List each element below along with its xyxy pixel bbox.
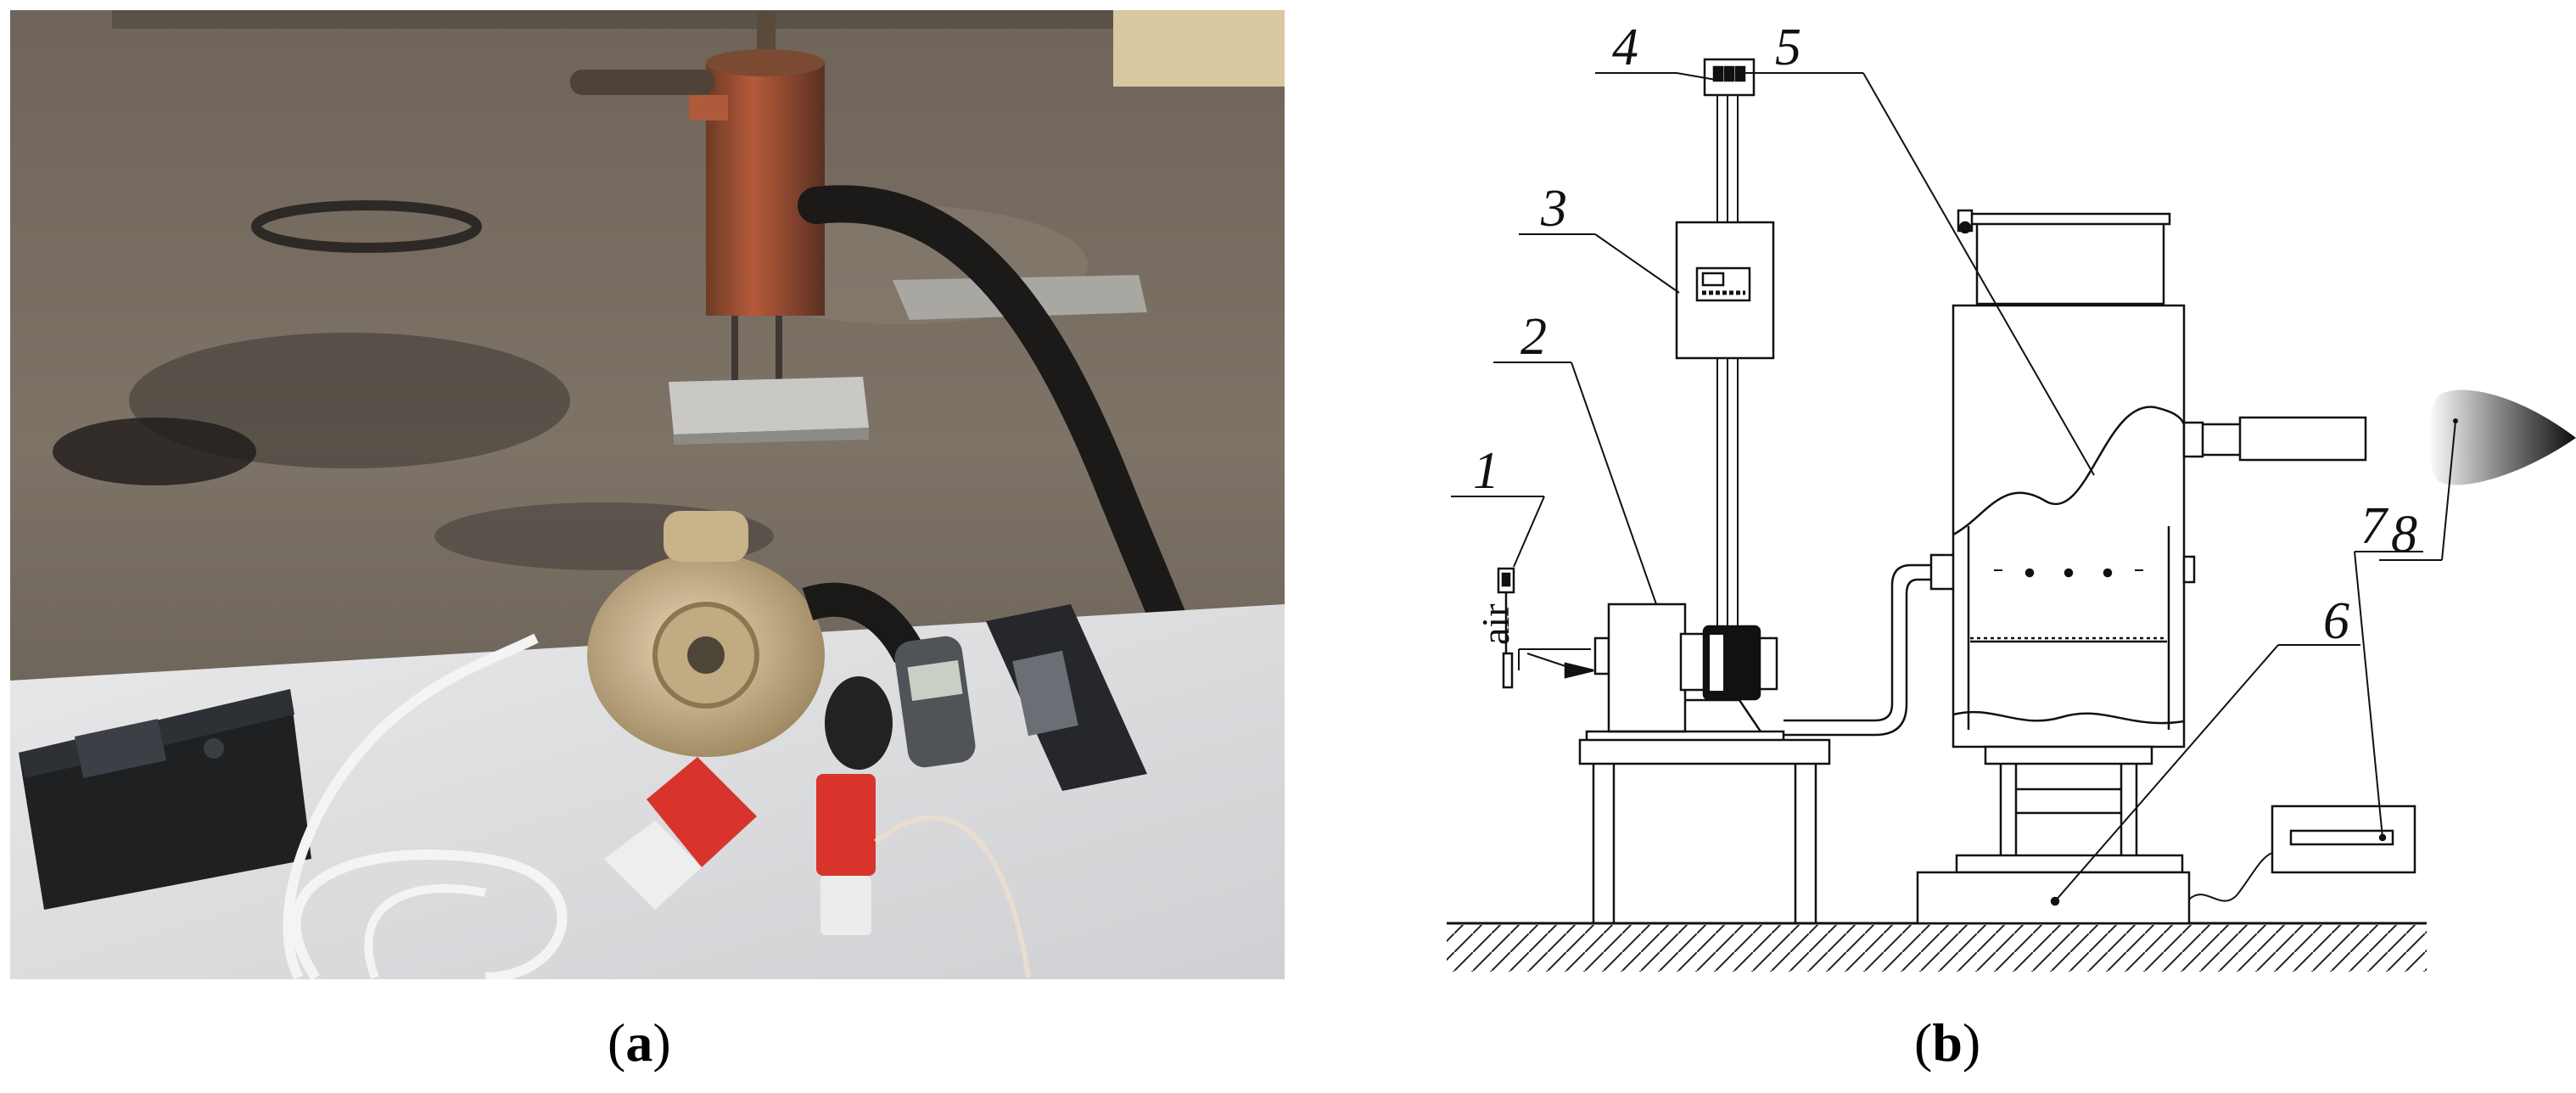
component-6-scale [1916, 852, 2273, 925]
caption-b: (b) [1914, 1012, 1980, 1074]
component-5-gasifier [1952, 209, 2367, 874]
label-6: 6 [2323, 592, 2349, 650]
air-label: air [1474, 603, 1517, 645]
label-5: 5 [1775, 19, 1801, 76]
label-8: 8 [2391, 506, 2417, 563]
caption-b-letter: b [1932, 1012, 1963, 1073]
component-3-controller [1675, 93, 1775, 630]
component-4-switch-box [1703, 58, 1756, 97]
component-7-display [2271, 804, 2416, 874]
caption-b-open: ( [1914, 1012, 1933, 1073]
label-7: 7 [2360, 497, 2389, 555]
photo-panel [10, 10, 1285, 979]
caption-a-letter: a [625, 1012, 653, 1073]
ground-base [1447, 922, 2427, 972]
component-1-flow-sensor [1497, 567, 1579, 689]
caption-a: (a) [608, 1012, 671, 1074]
gasifier-schematic: 1 2 3 4 5 6 7 8 air [1447, 19, 2576, 972]
label-4: 4 [1612, 19, 1638, 76]
label-2: 2 [1520, 308, 1547, 366]
caption-a-close: ) [652, 1012, 671, 1073]
air-duct [1784, 553, 1958, 737]
label-3: 3 [1540, 180, 1567, 238]
leader-lines [1451, 72, 2456, 902]
component-2-blower [1518, 603, 1831, 923]
caption-a-open: ( [608, 1012, 626, 1073]
caption-b-close: ) [1962, 1012, 1981, 1073]
label-1: 1 [1473, 442, 1499, 500]
schematic-diagram: 1 2 3 4 5 6 7 8 air [1324, 0, 2576, 984]
experimental-setup-photo [10, 10, 1285, 979]
